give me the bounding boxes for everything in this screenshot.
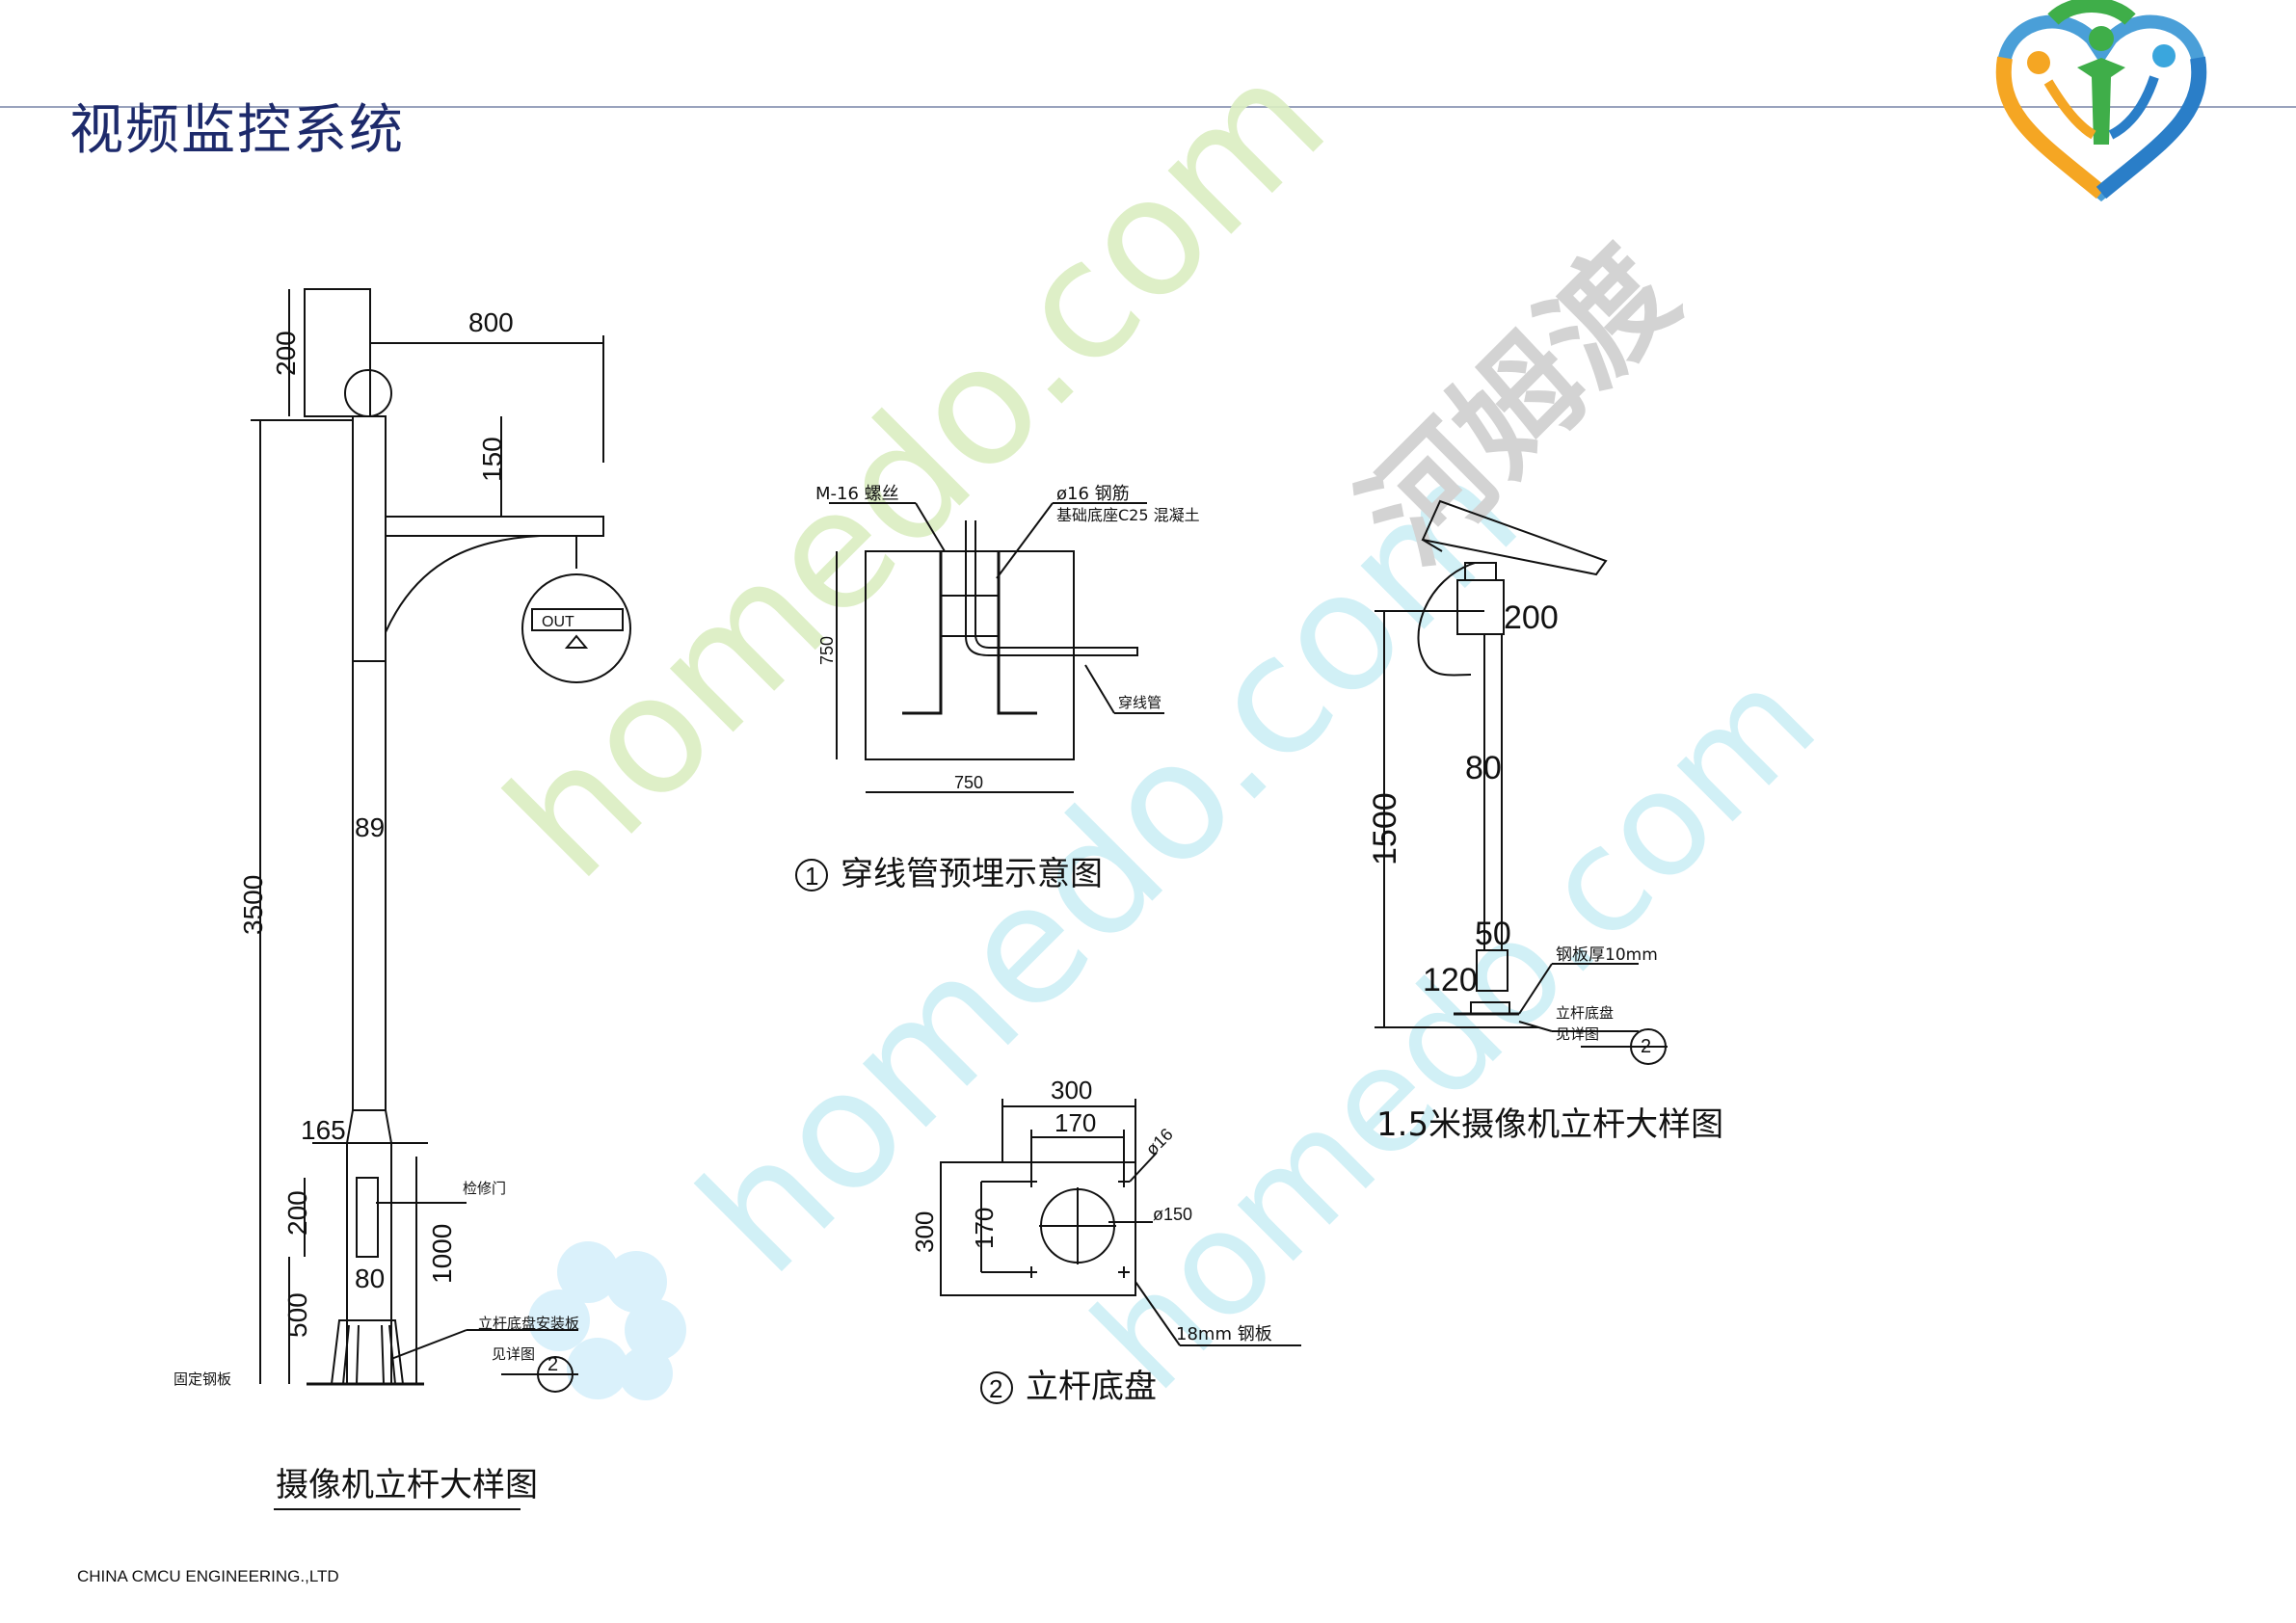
page-title: 视频监控系统: [69, 99, 405, 162]
dim-top-height: 200: [271, 331, 301, 376]
conduit-drawing: [829, 502, 1164, 793]
conduit-dim-width: 750: [954, 773, 983, 792]
dim-arm-offset: 150: [477, 437, 507, 482]
arm-brace: [385, 535, 541, 633]
rebar-label: ø16 钢筋: [1056, 484, 1130, 504]
short-pole-dim-height: 1500: [1367, 792, 1403, 865]
base-plate-caption-number: 2: [989, 1374, 1002, 1403]
pole-shaft: [352, 415, 387, 1111]
dim-total-height: 3500: [238, 875, 268, 935]
plate-thickness-label: 钢板厚10mm: [1556, 945, 1658, 965]
camera-arm: [385, 516, 604, 537]
pole-top-plate: [304, 288, 371, 417]
short-pole-base-label-1: 立杆底盘: [1556, 1004, 1614, 1022]
short-pole-base-label-2: 见详图: [1556, 1025, 1599, 1043]
dim-top-arm-width: 800: [468, 307, 514, 337]
inspection-door-label: 检修门: [463, 1180, 506, 1197]
base-plate-dim-outer-v: 300: [910, 1211, 939, 1253]
base-plate-dim-inner: 170: [1055, 1108, 1096, 1137]
base-plate-hole-label: ø16: [1142, 1125, 1177, 1159]
short-pole-labels: 200 80 1500 50 120 钢板厚10mm 立杆底盘 见详图 2 1.…: [1367, 599, 1723, 1144]
short-pole-dim-pole: 80: [1465, 750, 1502, 786]
camera-pole-drawing: [251, 288, 631, 1510]
conduit-caption-number-circle: [795, 859, 828, 891]
base-plate-caption-number-circle: [980, 1371, 1013, 1404]
conduit-labels: M-16 螺丝 ø16 钢筋 基础底座C25 混凝土 穿线管 750 750 1…: [795, 484, 1200, 893]
base-plate-label-2: 见详图: [492, 1345, 535, 1363]
short-pole-sleeve: [1476, 949, 1508, 992]
conduit-label: 穿线管: [1118, 694, 1161, 711]
camera-out-label: OUT: [542, 614, 574, 630]
bolt-label: M-16 螺丝: [815, 484, 899, 504]
short-pole-dim-head: 200: [1504, 599, 1559, 636]
short-pole-dim-sleeve: 50: [1475, 916, 1511, 952]
camera-pole-notes: 检修门 立杆底盘安装板 见详图 固定钢板 2 摄像机立杆大样图: [174, 1180, 579, 1504]
base-plate-labels: 300 170 300 170 ø16 ø150 18mm 钢板 2 立杆底盘: [910, 1076, 1272, 1406]
base-plate-plate-label: 18mm 钢板: [1176, 1324, 1272, 1344]
pole-top-lamp: [344, 369, 392, 417]
conduit-caption: 穿线管预埋示意图: [841, 855, 1103, 893]
fixed-plate-label: 固定钢板: [174, 1370, 231, 1388]
concrete-label: 基础底座C25 混凝土: [1056, 506, 1200, 524]
base-plate-drawing: [940, 1099, 1301, 1346]
camera-pole-caption: 摄像机立杆大样图: [276, 1466, 538, 1504]
conduit-pipe: [965, 520, 1138, 656]
dim-door-height: 200: [282, 1190, 312, 1236]
dome-camera: [521, 573, 631, 683]
header-rule: [0, 106, 2296, 108]
camera-pole-ref-number: 2: [547, 1354, 558, 1375]
short-pole-caption: 1.5米摄像机立杆大样图: [1376, 1105, 1723, 1144]
dim-door-elevation: 1000: [427, 1224, 457, 1284]
base-plate-dim-outer: 300: [1051, 1076, 1092, 1104]
dim-door-width: 80: [355, 1264, 385, 1293]
dim-pole-diameter: 89: [355, 812, 385, 842]
short-pole-dim-base: 120: [1423, 962, 1478, 998]
short-pole-drawing: [1375, 499, 1668, 1065]
base-plate-label-1: 立杆底盘安装板: [478, 1315, 579, 1332]
inspection-door: [356, 1177, 379, 1258]
dim-base-width: 165: [301, 1115, 346, 1145]
base-plate-caption: 立杆底盘: [1026, 1368, 1157, 1406]
conduit-dim-height: 750: [817, 636, 837, 665]
base-plate-dim-inner-v: 170: [970, 1208, 999, 1249]
short-pole-ref-number: 2: [1641, 1036, 1651, 1057]
camera-pole-labels: 800 200 150 3500 89 165 200 80 500 1000 …: [238, 307, 574, 1338]
footer-company: CHINA CMCU ENGINEERING.,LTD: [77, 1567, 339, 1585]
dim-base-height: 500: [282, 1292, 312, 1338]
watermark-flower-icon: [528, 1241, 686, 1400]
conduit-caption-number: 1: [805, 862, 818, 891]
base-plate-center-label: ø150: [1153, 1205, 1192, 1224]
solar-panel: [1421, 499, 1608, 576]
homedo-logo: [1995, 0, 2207, 202]
short-pole-cable: [1417, 562, 1476, 677]
short-pole-head: [1456, 579, 1505, 635]
